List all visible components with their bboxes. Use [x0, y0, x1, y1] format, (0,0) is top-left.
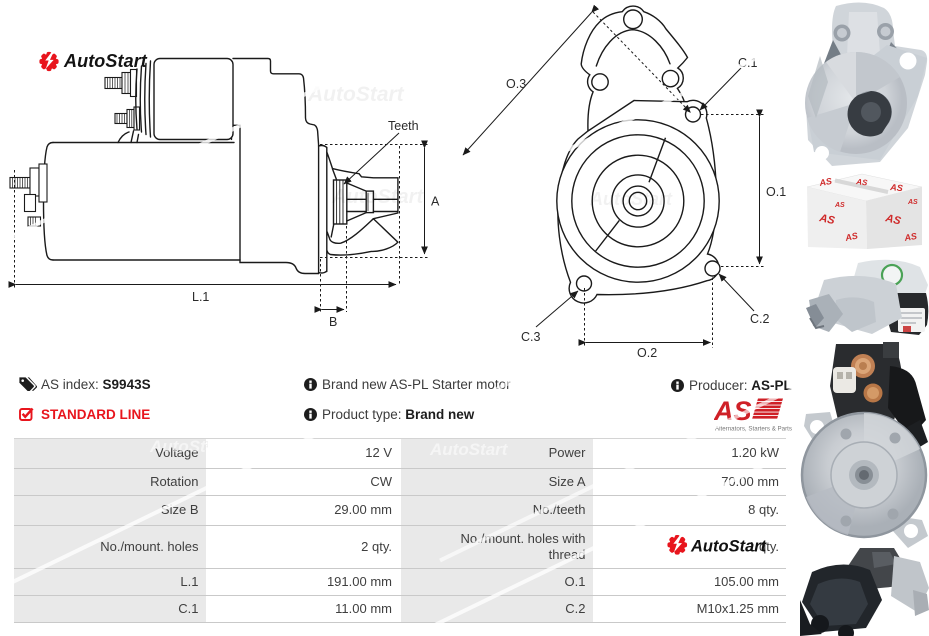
- svg-text:C.2: C.2: [750, 312, 770, 326]
- svg-text:O.2: O.2: [637, 346, 657, 360]
- svg-text:AS: AS: [843, 231, 858, 244]
- svg-text:AS: AS: [818, 176, 833, 188]
- svg-text:AS: AS: [855, 177, 869, 188]
- svg-text:Teeth: Teeth: [388, 119, 419, 133]
- svg-text:AutoStart: AutoStart: [690, 538, 768, 556]
- svg-text:AS: AS: [834, 202, 845, 209]
- svg-text:AutoStart: AutoStart: [331, 186, 424, 208]
- svg-text:AS: AS: [817, 212, 836, 227]
- svg-text:A: A: [431, 195, 440, 209]
- svg-text:L.1: L.1: [192, 290, 209, 304]
- svg-text:O.1: O.1: [766, 185, 786, 199]
- svg-text:AutoStart: AutoStart: [589, 189, 673, 209]
- svg-text:C.3: C.3: [521, 330, 541, 344]
- svg-text:AS: AS: [883, 212, 902, 228]
- svg-text:AS: AS: [907, 199, 918, 206]
- svg-text:AS: AS: [903, 231, 918, 243]
- svg-text:C.1: C.1: [738, 56, 758, 70]
- svg-text:AS: AS: [889, 182, 903, 193]
- svg-text:B: B: [329, 315, 337, 329]
- svg-text:O.3: O.3: [506, 77, 526, 91]
- svg-text:AutoStart: AutoStart: [307, 83, 405, 106]
